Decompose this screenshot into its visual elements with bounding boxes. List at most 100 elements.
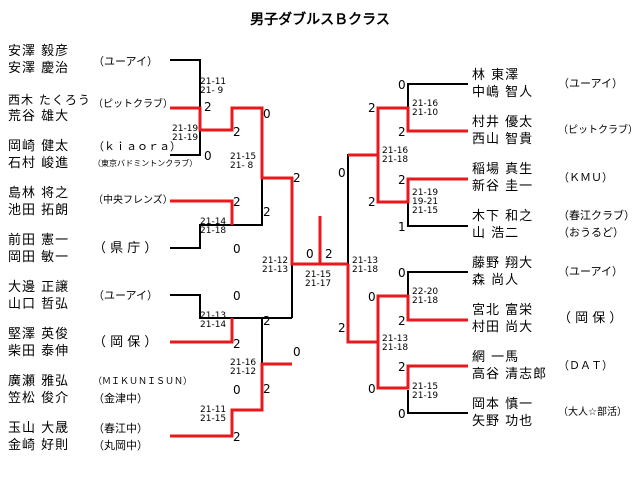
games-won: 2 <box>368 195 376 209</box>
team-player: 前田 憲一 <box>8 233 70 248</box>
win-line <box>170 106 320 266</box>
team-player: 岡田 敏一 <box>8 250 70 265</box>
games-won: 2 <box>263 314 271 328</box>
match-score: 21-15 21- 8 <box>230 152 257 171</box>
match-score: 21-11 21- 9 <box>200 77 227 96</box>
team-player: 堅澤 英俊 <box>8 327 70 342</box>
team-club: （ユーアイ） <box>93 55 159 68</box>
team-club: （春江クラブ） <box>558 209 635 222</box>
team-player: 木下 和之 <box>472 209 534 224</box>
games-won: 2 <box>368 101 376 115</box>
team-player: 岡崎 健太 <box>8 139 70 154</box>
bracket-line <box>407 83 468 110</box>
team-player: 山口 哲弘 <box>8 297 70 312</box>
team-player: 村井 優太 <box>472 115 534 130</box>
games-won: 2 <box>398 125 406 139</box>
win-paths <box>170 106 468 438</box>
match-score: 21-19 19-21 21-15 <box>412 188 439 216</box>
games-won: 2 <box>398 173 406 187</box>
team-club: （ｋｉａｏｒａ） <box>93 140 181 153</box>
match-score: 21-16 21-10 <box>412 99 439 118</box>
page-title: 男子ダブルスＢクラス <box>250 12 390 28</box>
team-club: （春江中） <box>93 422 148 435</box>
team-player: 大邊 正譲 <box>8 280 70 295</box>
team-player: 荒谷 雄大 <box>8 109 70 124</box>
games-won: 0 <box>368 382 376 396</box>
games-won: 0 <box>204 149 212 163</box>
team-club: （ＫＭＵ） <box>558 171 613 184</box>
bracket-line <box>407 195 468 227</box>
team-club: （丸岡中） <box>93 439 148 452</box>
win-line <box>348 106 468 157</box>
games-won: 2 <box>204 100 212 114</box>
games-won: 0 <box>293 345 301 359</box>
team-club: （ 岡 保 ） <box>558 311 623 326</box>
games-won: 2 <box>338 321 346 335</box>
games-won: 2 <box>263 382 271 396</box>
games-won: 0 <box>398 266 406 280</box>
games-won: 0 <box>398 78 406 92</box>
win-line <box>170 362 292 438</box>
bracket-line <box>170 224 232 249</box>
games-won: 0 <box>233 383 241 397</box>
team-club: （ピットクラブ） <box>558 125 638 136</box>
final-score: 21-15 21-17 <box>305 270 332 289</box>
bracket-line <box>170 294 232 319</box>
win-line <box>170 318 234 344</box>
games-won: 2 <box>398 314 406 328</box>
team-player: 玉山 大晟 <box>8 421 70 436</box>
match-score: 21-16 21-12 <box>230 358 257 377</box>
games-won: 2 <box>233 125 241 139</box>
match-score: 21-13 21-14 <box>200 311 227 330</box>
games-won: 1 <box>398 220 406 234</box>
win-line <box>318 216 348 266</box>
team-player: 村田 尚大 <box>472 320 534 335</box>
match-score: 21-13 21-18 <box>352 256 379 275</box>
team-club: （おうるど） <box>558 226 624 239</box>
team-player: 藤野 翔大 <box>472 256 534 271</box>
games-won: 2 <box>233 195 241 209</box>
match-score: 21-12 21-13 <box>262 256 289 275</box>
team-club: （ピットクラブ） <box>93 99 173 110</box>
win-line <box>376 155 468 204</box>
games-won: 0 <box>398 407 406 421</box>
games-won: 0 <box>233 242 241 256</box>
games-won: 2 <box>263 205 271 219</box>
team-club: （東京バドミントンクラブ） <box>93 159 198 168</box>
match-score: 21-14 21-18 <box>200 217 227 236</box>
team-club: （金津中） <box>93 392 148 405</box>
games-won: 2 <box>293 171 301 185</box>
team-player: 廣瀬 雅弘 <box>8 374 70 389</box>
games-won: 0 <box>263 107 271 121</box>
team-player: 高谷 清志郎 <box>472 367 548 382</box>
games-won: 0 <box>233 289 241 303</box>
games-won: 2 <box>325 247 333 261</box>
bracket-line <box>170 130 201 156</box>
games-won: 0 <box>368 290 376 304</box>
team-player: 森 尚人 <box>472 273 520 288</box>
team-player: 中嶋 智人 <box>472 85 534 100</box>
team-player: 岡本 慎一 <box>472 397 534 412</box>
match-score: 21-11 21-15 <box>200 405 227 424</box>
games-won: 2 <box>233 430 241 444</box>
team-club: （ユーアイ） <box>558 77 624 90</box>
team-player: 網 一馬 <box>472 350 520 365</box>
match-score: 22-20 21-18 <box>412 287 439 306</box>
win-line <box>346 264 378 344</box>
team-player: 西木 たくろう <box>8 93 91 107</box>
match-score: 21-15 21-19 <box>412 382 439 401</box>
team-player: 林 東澤 <box>472 68 520 83</box>
games-won: 0 <box>338 166 346 180</box>
match-score: 21-16 21-18 <box>382 146 409 165</box>
team-player: 金崎 好則 <box>8 438 70 453</box>
team-club: （ 県 庁 ） <box>93 241 158 256</box>
team-club: （大人☆部活） <box>558 407 627 418</box>
team-club: （ＭＩＫＵＮＩＳＵＮ） <box>93 377 193 387</box>
team-club: （中央フレンズ） <box>93 195 173 206</box>
team-club: （ＤＡＴ） <box>558 359 613 372</box>
games-won: 2 <box>233 337 241 351</box>
team-club: （ユーアイ） <box>93 289 159 302</box>
games-won: 2 <box>398 360 406 374</box>
team-player: 新谷 圭一 <box>472 179 534 194</box>
